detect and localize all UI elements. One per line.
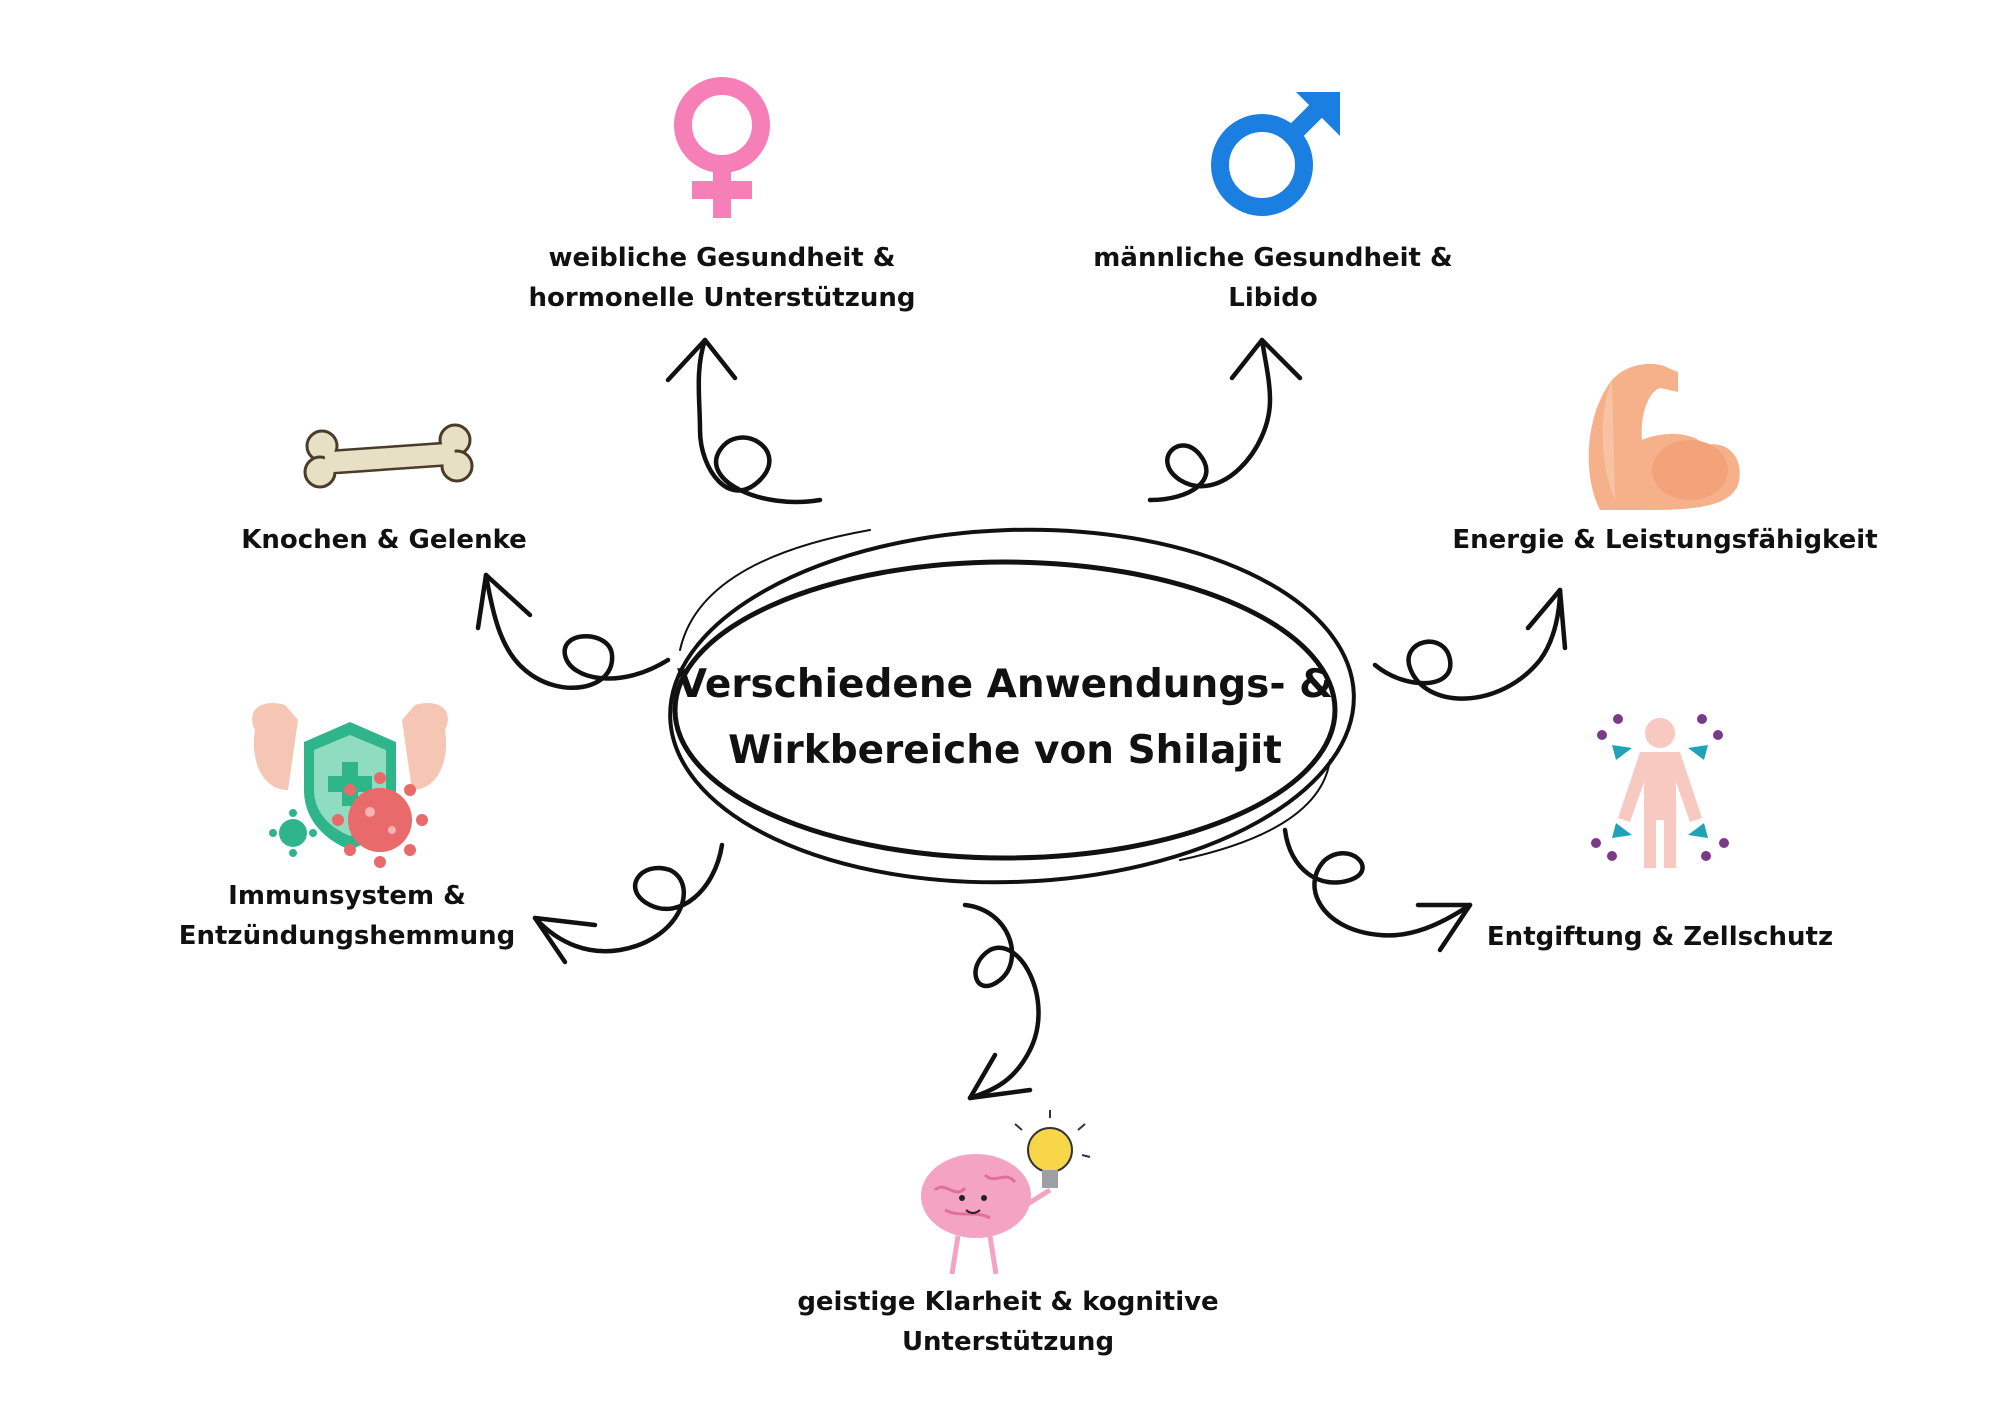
center-title-line-1: Verschiedene Anwendungs- &: [676, 662, 1334, 707]
node-women-line-1: weibliche Gesundheit &: [548, 243, 896, 273]
node-energy-line-1: Energie & Leistungsfähigkeit: [1452, 525, 1878, 555]
node-men-label: männliche Gesundheit & Libido: [1093, 238, 1452, 318]
brain-lightbulb-icon: [921, 1110, 1091, 1275]
node-bones-label: Knochen & Gelenke: [241, 520, 527, 560]
node-immune-line-1: Immunsystem &: [228, 881, 466, 911]
male-arrowhead-icon: [1296, 92, 1340, 136]
node-men-line-1: männliche Gesundheit &: [1093, 243, 1453, 273]
node-immune-label: Immunsystem & Entzündungshemmung: [179, 876, 516, 956]
center-title: Verschiedene Anwendungs- & Wirkbereiche …: [677, 652, 1333, 784]
node-immune-line-2: Entzündungshemmung: [178, 921, 516, 951]
shield-virus-icon: [252, 702, 448, 868]
arrow-to-immune: [532, 842, 725, 965]
node-mind-line-2: Unterstützung: [901, 1327, 1115, 1357]
arrow-to-mind: [962, 902, 1041, 1101]
body-detox-icon: [1591, 714, 1729, 868]
node-mind-label: geistige Klarheit & kognitive Unterstütz…: [797, 1282, 1218, 1362]
flexed-arm-icon: [1588, 363, 1740, 510]
node-women-line-2: hormonelle Unterstützung: [528, 283, 916, 313]
node-detox-line-1: Entgiftung & Zellschutz: [1486, 922, 1834, 952]
center-title-line-2: Wirkbereiche von Shilajit: [728, 728, 1282, 773]
arrow-to-bones: [475, 572, 671, 690]
arrow-to-detox: [1282, 827, 1473, 953]
node-men-line-2: Libido: [1228, 283, 1318, 313]
arrow-to-energy: [1372, 587, 1568, 701]
arrow-to-men: [1147, 337, 1303, 503]
female-symbol-icon: [674, 77, 770, 218]
center-ellipse: [668, 527, 1356, 885]
bone-icon: [303, 423, 474, 489]
node-women-label: weibliche Gesundheit & hormonelle Unters…: [529, 238, 916, 318]
male-symbol-icon: [1211, 93, 1334, 216]
node-energy-label: Energie & Leistungsfähigkeit: [1452, 520, 1877, 560]
node-detox-label: Entgiftung & Zellschutz: [1487, 917, 1833, 957]
node-mind-line-1: geistige Klarheit & kognitive: [797, 1287, 1219, 1317]
node-bones-line-1: Knochen & Gelenke: [241, 525, 527, 555]
arrow-to-women: [665, 337, 823, 505]
